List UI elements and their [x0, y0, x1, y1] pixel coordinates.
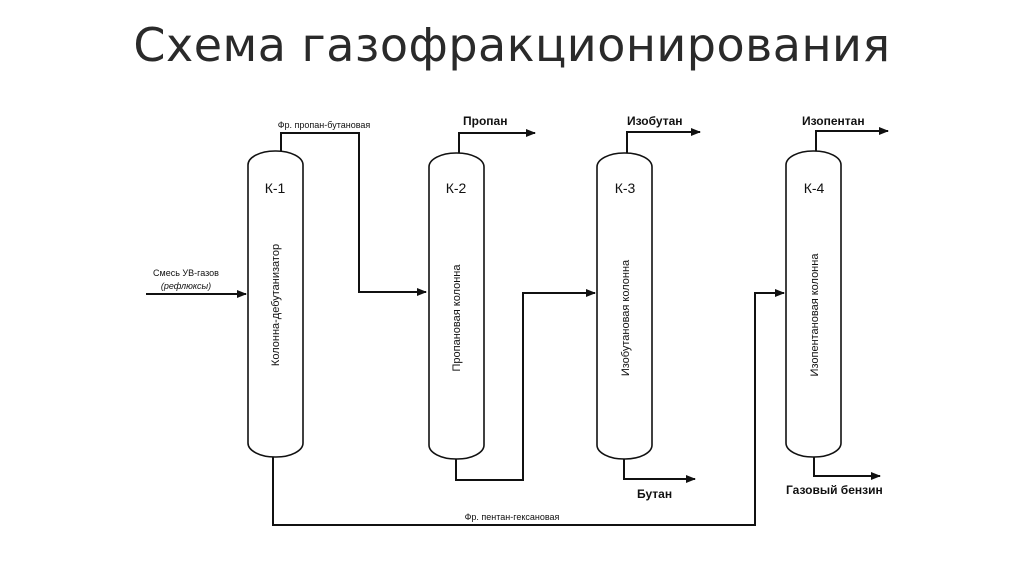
propane-label: Пропан — [463, 114, 507, 128]
isopentane-label: Изопентан — [802, 114, 865, 128]
column-k1-name: Колонна-дебутанизатор — [270, 244, 282, 366]
feed-label-1: Смесь УВ-газов — [153, 268, 219, 278]
butane-label: Бутан — [637, 487, 672, 501]
slide-title: Схема газофракционирования — [133, 18, 891, 72]
pentane-hexane-label: Фр. пентан-гексановая — [465, 512, 560, 522]
isobutane-stream: Изобутан — [626, 114, 701, 153]
column-k4-name: Изопентановая колонна — [809, 253, 821, 377]
butane-stream: Бутан — [623, 459, 696, 501]
column-k1: К-1 Колонна-дебутанизатор — [247, 150, 304, 458]
feed-label-2: (рефлюксы) — [161, 281, 211, 291]
isopentane-stream: Изопентан — [802, 114, 889, 151]
propane-butane-stream: Фр. пропан-бутановая — [278, 120, 427, 296]
feed-stream: Смесь УВ-газов (рефлюксы) — [146, 268, 247, 298]
column-k3-name: Изобутановая колонна — [620, 259, 632, 376]
column-k3: К-3 Изобутановая колонна — [596, 152, 653, 460]
isobutane-label: Изобутан — [627, 114, 683, 128]
gas-gasoline-label: Газовый бензин — [786, 483, 883, 497]
propane-stream: Пропан — [458, 114, 536, 153]
column-k2-name: Пропановая колонна — [451, 264, 463, 372]
column-k1-label: К-1 — [265, 180, 286, 196]
k2-bottom-stream — [455, 289, 596, 481]
column-k3-label: К-3 — [615, 180, 636, 196]
column-k4-label: К-4 — [804, 180, 825, 196]
column-k2: К-2 Пропановая колонна — [428, 152, 485, 460]
column-k4: К-4 Изопентановая колонна — [785, 150, 842, 458]
column-k2-label: К-2 — [446, 180, 467, 196]
pentane-hexane-stream: Фр. пентан-гексановая — [272, 289, 785, 526]
gas-gasoline-stream: Газовый бензин — [786, 457, 883, 497]
propane-butane-label: Фр. пропан-бутановая — [278, 120, 371, 130]
